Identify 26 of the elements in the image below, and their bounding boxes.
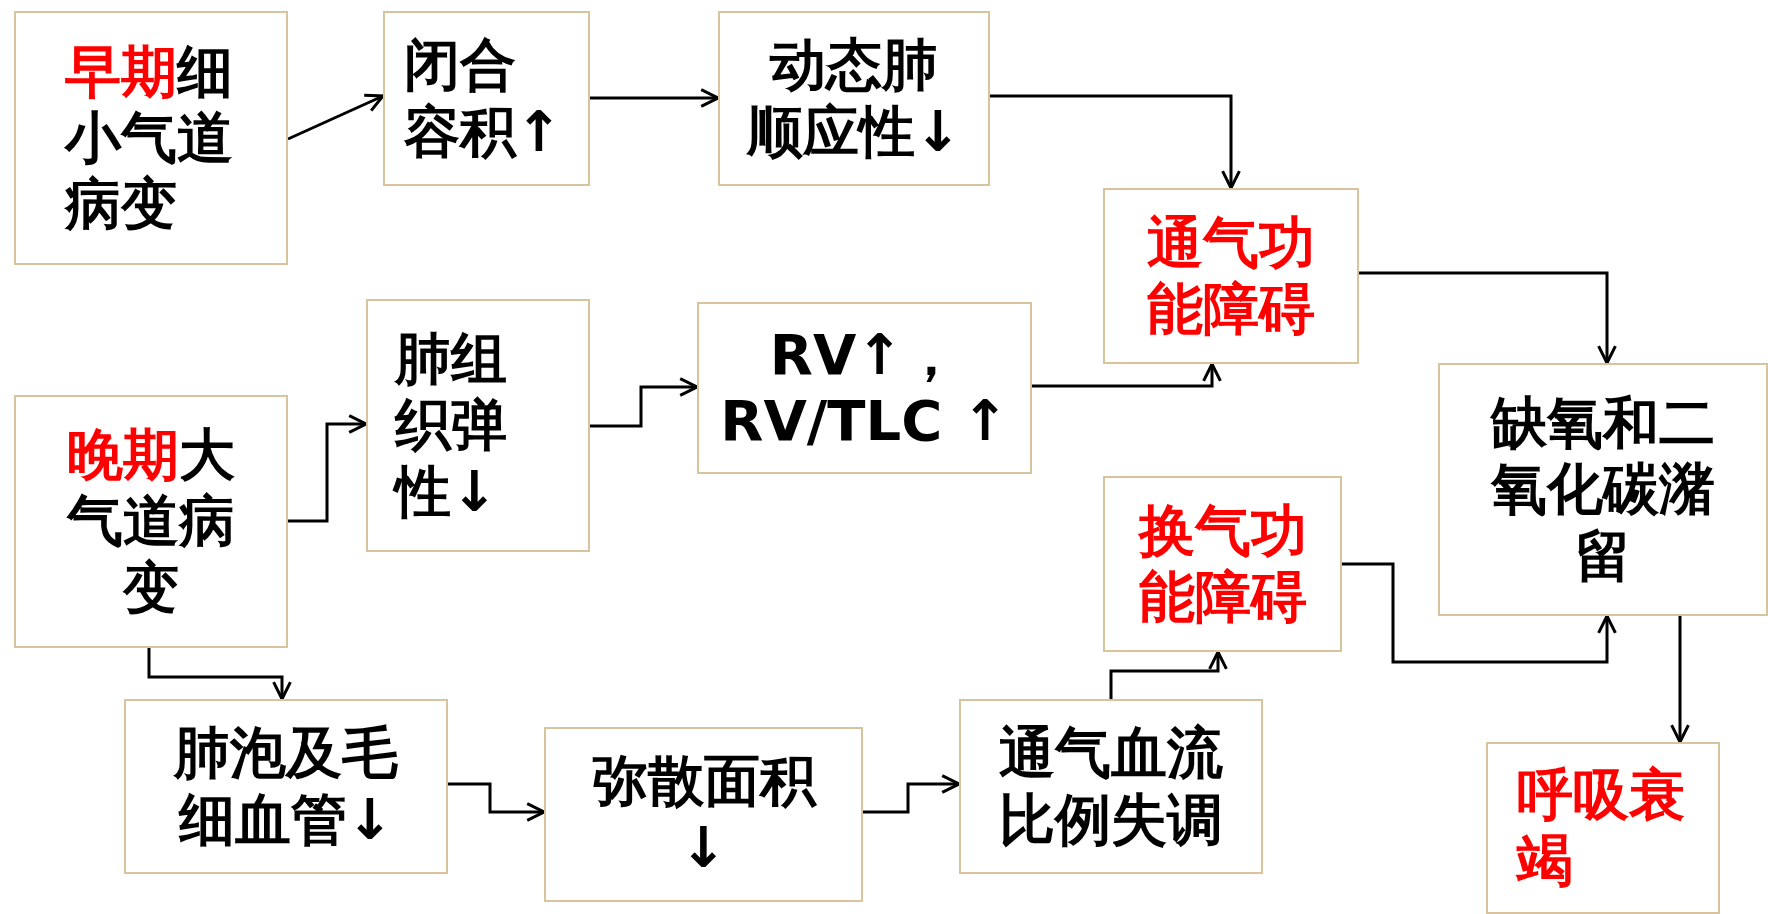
process-box: RV↑，RV/TLC ↑ (697, 302, 1032, 474)
process-box: 早期细小气道病变 (14, 11, 288, 265)
process-box: 肺组织弹性↓ (366, 299, 590, 552)
process-box: 动态肺顺应性↓ (718, 11, 990, 186)
process-box: 弥散面积↓ (544, 727, 863, 902)
arrow (590, 88, 720, 108)
arrow (1032, 362, 1222, 388)
arrow (1342, 562, 1617, 664)
arrow (990, 94, 1241, 190)
process-box: 肺泡及毛细血管↓ (124, 699, 448, 874)
process-box: 通气血流比例失调 (959, 699, 1263, 874)
process-box: 换气功能障碍 (1103, 476, 1342, 652)
arrow (287, 93, 385, 141)
arrow (1359, 271, 1617, 365)
process-box: 通气功能障碍 (1103, 188, 1359, 364)
arrow (1670, 616, 1690, 744)
arrow (863, 774, 961, 814)
process-box: 闭合容积↑ (383, 11, 590, 186)
process-box: 缺氧和二氧化碳潴留 (1438, 363, 1768, 616)
arrow (448, 782, 546, 822)
process-box: 呼吸衰竭 (1486, 742, 1720, 914)
arrow (590, 377, 699, 428)
arrow (288, 414, 368, 523)
process-box: 晚期大气道病变 (14, 395, 288, 648)
arrow (147, 648, 292, 701)
arrow (1109, 650, 1228, 699)
